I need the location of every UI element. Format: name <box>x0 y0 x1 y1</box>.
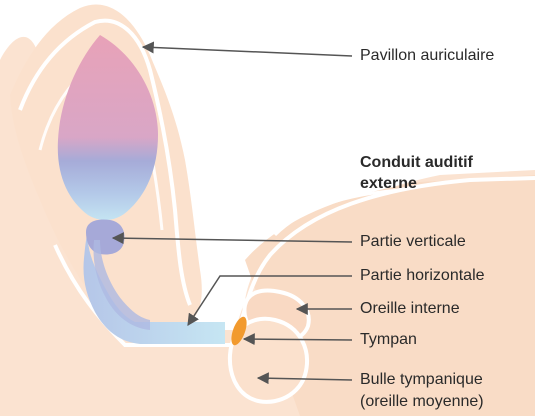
label-conduit-line1: Conduit auditif <box>360 152 473 173</box>
label-tympan: Tympan <box>360 330 417 350</box>
label-pavillon: Pavillon auriculaire <box>360 46 494 66</box>
label-partie-verticale: Partie verticale <box>360 232 466 252</box>
ear-canal-bulge <box>86 220 124 255</box>
label-conduit-line2: externe <box>360 173 417 194</box>
label-oreille-interne: Oreille interne <box>360 299 460 319</box>
label-partie-horizontale: Partie horizontale <box>360 266 485 286</box>
leader-pavillon <box>143 47 352 56</box>
leader-tympan <box>244 339 352 340</box>
label-bulle-line2: (oreille moyenne) <box>360 392 484 412</box>
label-bulle-line1: Bulle tympanique <box>360 370 483 390</box>
